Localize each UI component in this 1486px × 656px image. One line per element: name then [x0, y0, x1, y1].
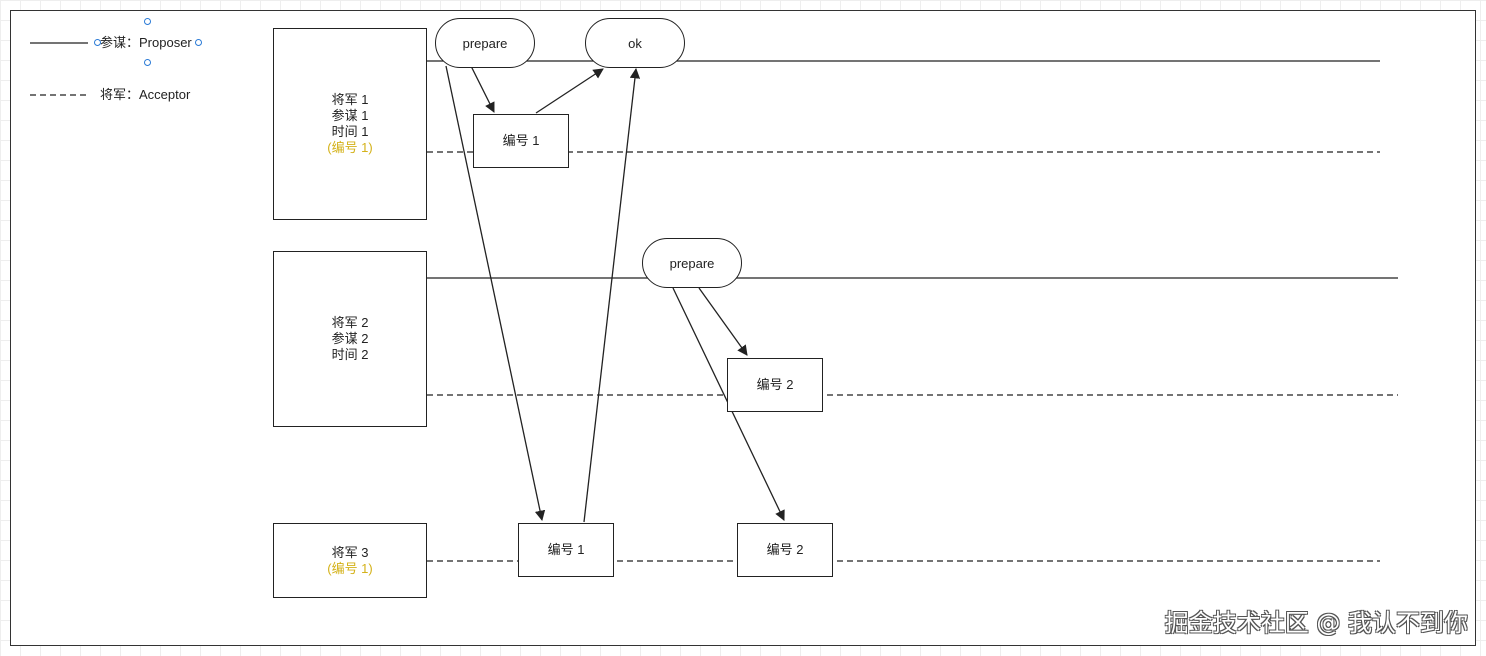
selection-handle-right[interactable]: [195, 39, 202, 46]
general-3-box[interactable]: 将军 3 (编号 1): [273, 523, 427, 598]
general-1-accepted-number: (编号 1): [327, 140, 373, 155]
arrow-prepare1-to-num1-top: [470, 65, 495, 113]
general-2-line-1: 将军 2: [331, 315, 369, 330]
general-2-box[interactable]: 将军 2 参谋 2 时间 2: [273, 251, 427, 427]
arrow-prepare1-to-num1-bottom: [445, 65, 546, 522]
prepare-message-1[interactable]: prepare: [435, 18, 535, 68]
general-1-line-2: 参谋 1: [331, 108, 369, 123]
selection-handle-bottom[interactable]: [144, 59, 151, 66]
arrow-num1-bottom-to-ok: [583, 67, 641, 523]
proposal-number-2-general-3[interactable]: 编号 2: [737, 523, 833, 577]
general-3-line-1: 将军 3: [331, 544, 369, 560]
selection-handle-left[interactable]: [94, 39, 101, 46]
legend-acceptor-label: 将军：Acceptor: [100, 87, 191, 102]
general-1-box[interactable]: 将军 1 参谋 1 时间 1 (编号 1): [273, 28, 427, 220]
general-3-accepted-number: (编号 1): [327, 560, 373, 576]
general-2-line-3: 时间 2: [331, 347, 369, 362]
selection-handle-top[interactable]: [144, 18, 151, 25]
prepare-message-2[interactable]: prepare: [642, 238, 742, 288]
arrow-num1-to-ok: [535, 68, 604, 114]
proposal-number-1-general-1[interactable]: 编号 1: [473, 114, 569, 168]
ok-message[interactable]: ok: [585, 18, 685, 68]
legend-proposer-label: 参谋：Proposer: [100, 35, 192, 50]
general-2-line-2: 参谋 2: [331, 331, 369, 346]
proposal-number-2-general-2[interactable]: 编号 2: [727, 358, 823, 412]
proposal-number-1-general-3[interactable]: 编号 1: [518, 523, 614, 577]
general-1-line-1: 将军 1: [331, 92, 369, 107]
watermark: 掘金技术社区 @ 我认不到你: [1164, 609, 1468, 637]
general-1-line-3: 时间 1: [331, 124, 369, 139]
arrow-prepare2-to-num2-mid: [698, 287, 748, 356]
